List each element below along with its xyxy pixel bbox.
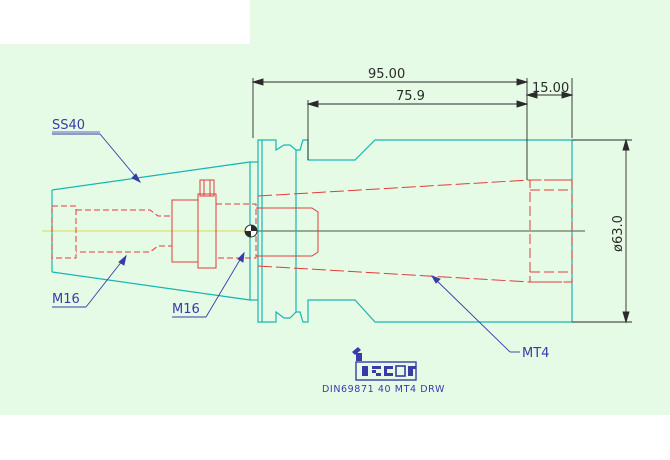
dimension-diameter: ø63.0 (611, 215, 626, 252)
dimension-shank-length: 75.9 (396, 89, 425, 104)
dimension-overall-length: 95.00 (368, 67, 405, 82)
callout-leaders (52, 133, 520, 353)
callout-thread-mid-label: M16 (172, 302, 200, 317)
drawing-caption: DIN69871 40 MT4 DRW (322, 384, 445, 395)
callout-taper-label: SS40 (52, 118, 85, 133)
center-mark (244, 224, 258, 238)
iscar-logo (352, 347, 417, 381)
hidden-features (51, 179, 573, 283)
dimension-lines (251, 78, 632, 324)
callout-morse-taper-label: MT4 (522, 346, 549, 361)
callout-thread-left-label: M16 (52, 292, 80, 307)
dimension-end-length: 15.00 (532, 81, 569, 96)
